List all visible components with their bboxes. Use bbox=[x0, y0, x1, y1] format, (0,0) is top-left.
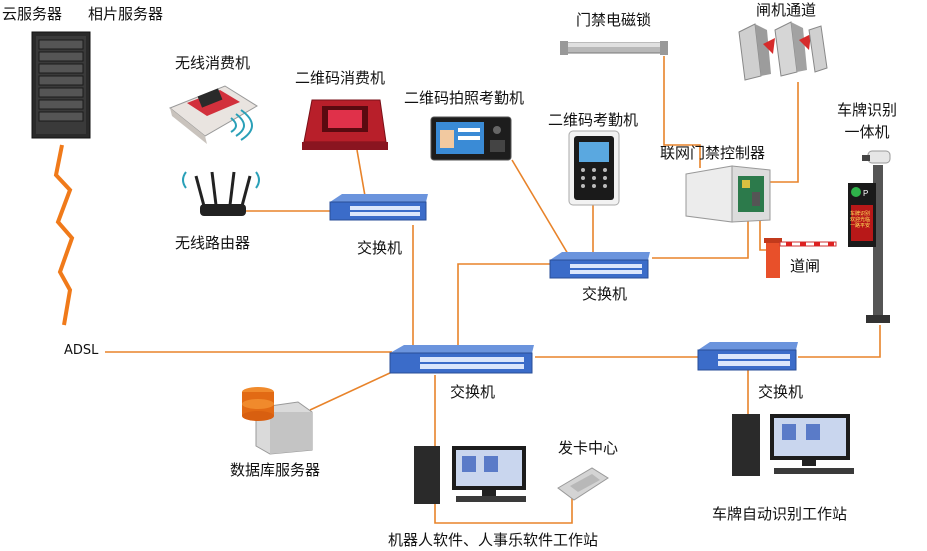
turnstile-gate-icon bbox=[738, 21, 828, 81]
robot-workstation-label: 机器人软件、人事乐软件工作站 bbox=[388, 531, 599, 549]
adsl-label: ADSL bbox=[64, 343, 99, 358]
qr-attendance-label: 二维码考勤机 bbox=[548, 111, 639, 129]
right-switch-to-plate-cam-line bbox=[798, 325, 881, 358]
main-to-mid-switch-line bbox=[457, 263, 550, 346]
mid-switch-to-controller-line bbox=[652, 220, 749, 259]
photo-attendance-label: 二维码拍照考勤机 bbox=[404, 89, 525, 107]
database-server-icon bbox=[242, 387, 313, 455]
cloud-server-label: 云服务器 bbox=[2, 5, 63, 23]
card-center-label: 发卡中心 bbox=[558, 439, 619, 457]
qr-attendance-icon bbox=[568, 130, 620, 206]
photo-attendance-to-switch-line bbox=[511, 159, 569, 255]
barrier-gate-label: 道闸 bbox=[790, 257, 821, 275]
workstation-left-icon bbox=[414, 446, 526, 504]
lightning-link-icon bbox=[53, 144, 75, 326]
switch-right-icon bbox=[697, 342, 798, 371]
wireless-router-label: 无线路由器 bbox=[175, 234, 251, 252]
switch-top-left-label: 交换机 bbox=[357, 239, 403, 257]
plate-camera-label-line1: 车牌识别 bbox=[836, 101, 898, 119]
turnstile-label: 闸机通道 bbox=[756, 1, 817, 19]
switch-right-label: 交换机 bbox=[758, 383, 804, 401]
photo-attendance-icon bbox=[430, 116, 512, 161]
wireless-router-icon bbox=[182, 171, 260, 216]
qr-pos-label: 二维码消费机 bbox=[295, 69, 386, 87]
plate-workstation-label: 车牌自动识别工作站 bbox=[712, 505, 848, 523]
switch-top-left-icon bbox=[329, 194, 428, 221]
main-to-db-server-line bbox=[309, 371, 393, 411]
card-issuer-icon bbox=[557, 467, 609, 501]
database-server-label: 数据库服务器 bbox=[230, 461, 321, 479]
switch-main-icon bbox=[389, 345, 534, 374]
server-rack-icon bbox=[31, 31, 91, 139]
plate-display-text: 车牌识别 欢迎光临 一路平安 bbox=[850, 211, 871, 229]
photo-server-label: 相片服务器 bbox=[88, 5, 164, 23]
switch-mid-label: 交换机 bbox=[582, 285, 628, 303]
barrier-gate-icon bbox=[764, 238, 837, 278]
door-lock-label: 门禁电磁锁 bbox=[576, 11, 652, 29]
workstation-right-icon bbox=[732, 414, 854, 476]
wireless-pos-label: 无线消费机 bbox=[175, 54, 251, 72]
switch-main-label: 交换机 bbox=[450, 383, 496, 401]
qr-pos-to-switch-line bbox=[356, 149, 366, 197]
access-controller-icon bbox=[685, 165, 771, 223]
magnetic-lock-icon bbox=[560, 41, 668, 55]
workstation-to-card-center-line bbox=[434, 498, 573, 524]
access-controller-label: 联网门禁控制器 bbox=[660, 144, 766, 162]
wireless-pos-icon bbox=[169, 85, 258, 144]
qr-pos-icon bbox=[302, 99, 388, 150]
controller-to-turnstile-line bbox=[768, 82, 799, 183]
plate-camera-label-line2: 一体机 bbox=[844, 123, 890, 141]
plate-camera-pole-icon: P bbox=[848, 150, 891, 323]
controller-to-lock-line bbox=[663, 56, 701, 168]
plate-logo-text: P bbox=[863, 189, 868, 198]
switch-mid-icon bbox=[549, 252, 650, 279]
